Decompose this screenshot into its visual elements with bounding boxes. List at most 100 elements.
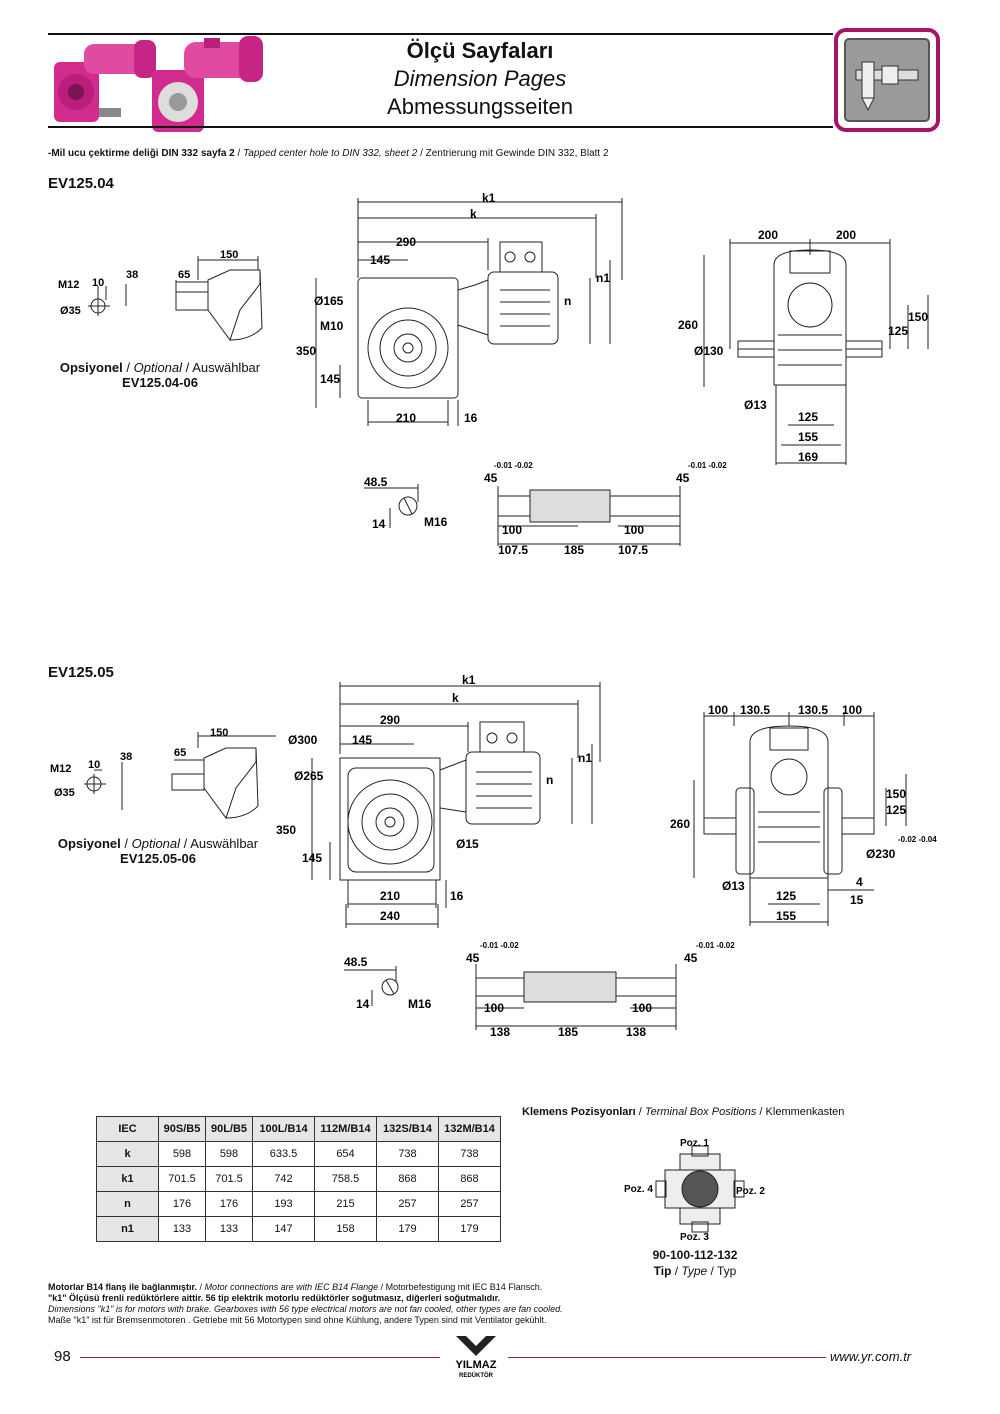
gearmotor-photo-left bbox=[54, 40, 156, 122]
ev05-side-tol: -0.02 -0.04 bbox=[898, 835, 937, 844]
ev04-opt-tr: Opsiyonel bbox=[59, 360, 123, 375]
note1-tr: Motorlar B14 flanş ile bağlanmıştır. bbox=[48, 1282, 198, 1292]
ev05-hollow-tol-b: -0.01 -0.02 bbox=[696, 941, 735, 950]
ev04-front-n: n bbox=[564, 294, 571, 308]
ev05-side-130b: 130.5 bbox=[798, 703, 828, 717]
ev05-side-view-drawing: 100 130.5 130.5 100 260 150 125 -0.02 -0… bbox=[670, 703, 937, 926]
table-cell: 147 bbox=[252, 1216, 315, 1242]
footnote-line-4: Maße "k1" ist für Bremsenmotoren . Getri… bbox=[48, 1315, 547, 1325]
ev04-side-150: 150 bbox=[908, 310, 928, 324]
ev04-hollow-100a: 100 bbox=[502, 523, 522, 537]
ev05-side-4: 4 bbox=[856, 875, 863, 889]
ev05-side-130a: 130.5 bbox=[740, 703, 770, 717]
ev05-side-125b: 125 bbox=[776, 889, 796, 903]
yilmaz-logo: YILMAZ REDÜKTÖR bbox=[456, 1336, 497, 1379]
ev05-front-240: 240 bbox=[380, 909, 400, 923]
terminal-tip-de: Typ bbox=[717, 1264, 737, 1278]
footer-rule-right bbox=[508, 1357, 826, 1358]
terminal-poz4: Poz. 4 bbox=[624, 1184, 653, 1195]
table-header-cell: 90S/B5 bbox=[158, 1116, 206, 1142]
ev04-front-16: 16 bbox=[464, 411, 478, 425]
table-cell: 133 bbox=[205, 1216, 253, 1242]
ev05-shaft-m12: M12 bbox=[50, 763, 71, 775]
ev04-shaft-65: 65 bbox=[178, 269, 190, 281]
terminal-poz1: Poz. 1 bbox=[680, 1138, 709, 1149]
table-cell: 701.5 bbox=[158, 1166, 206, 1192]
table-cell: 758.5 bbox=[314, 1166, 377, 1192]
table-cell: 868 bbox=[376, 1166, 439, 1192]
ev04-side-125b: 125 bbox=[798, 410, 818, 424]
ev04-front-n1: n1 bbox=[596, 271, 610, 285]
ev04-side-d13: Ø13 bbox=[744, 398, 767, 412]
table-cell: 598 bbox=[158, 1141, 206, 1167]
ev04-hollow-14: 14 bbox=[372, 517, 386, 531]
note1-en: Motor connections are with IEC B14 Flang… bbox=[204, 1282, 379, 1292]
terminal-tip-en: Type bbox=[681, 1264, 708, 1278]
footnotes: Motorlar B14 flanş ile bağlanmıştır. / M… bbox=[48, 1282, 563, 1326]
footnote-line-1: Motorlar B14 flanş ile bağlanmıştır. / M… bbox=[48, 1282, 543, 1292]
ev04-side-260: 260 bbox=[678, 318, 698, 332]
ev05-front-d265: Ø265 bbox=[294, 769, 324, 783]
table-row: n1 133 133 147 158 179 179 bbox=[96, 1216, 501, 1242]
ev04-front-view-drawing: k1 k 290 145 Ø165 M10 350 145 210 16 n n… bbox=[296, 191, 623, 426]
header-motor-images bbox=[54, 36, 263, 132]
ev05-front-k1: k1 bbox=[462, 673, 476, 687]
table-header-cell: 132S/B14 bbox=[376, 1116, 439, 1142]
ev05-hollow-185: 185 bbox=[558, 1025, 578, 1039]
ev05-front-290: 290 bbox=[380, 713, 400, 727]
brand-sub: REDÜKTÖR bbox=[459, 1372, 494, 1379]
ev04-shaft-d35: Ø35 bbox=[60, 305, 81, 317]
ev05-hollow-14: 14 bbox=[356, 997, 370, 1011]
ev05-side-d230: Ø230 bbox=[866, 847, 896, 861]
header-bottom-rule bbox=[48, 126, 833, 128]
ev05-opt-de: Auswählbar bbox=[190, 836, 259, 851]
ev04-front-290: 290 bbox=[396, 235, 416, 249]
ev05-shaft-d35: Ø35 bbox=[54, 787, 75, 799]
caliper-icon bbox=[834, 28, 940, 132]
gearmotor-photo-right bbox=[152, 36, 263, 132]
table-row-header: k bbox=[96, 1141, 159, 1167]
table-cell: 738 bbox=[376, 1141, 439, 1167]
table-cell: 738 bbox=[438, 1141, 501, 1167]
brand-name: YILMAZ bbox=[456, 1359, 497, 1371]
note-tr: -Mil ucu çektirme deliği DIN 332 sayfa 2 bbox=[48, 148, 235, 159]
ev04-side-d130: Ø130 bbox=[694, 344, 724, 358]
table-cell: 633.5 bbox=[252, 1141, 315, 1167]
ev04-optional-shaft-drawing: M12 10 38 Ø35 65 150 bbox=[58, 249, 263, 342]
ev05-shaft-10: 10 bbox=[88, 759, 100, 771]
table-header-cell: 90L/B5 bbox=[205, 1116, 253, 1142]
ev05-front-350: 350 bbox=[276, 823, 296, 837]
ev04-hollow-tol-b: -0.01 -0.02 bbox=[688, 461, 727, 470]
website-link[interactable]: www.yr.com.tr bbox=[830, 1349, 912, 1364]
ev04-front-k1: k1 bbox=[482, 191, 496, 205]
footnote-line-3: Dimensions "k1" is for motors with brake… bbox=[48, 1304, 563, 1314]
terminal-title-de: Klemmenkasten bbox=[765, 1106, 845, 1118]
table-cell: 257 bbox=[376, 1191, 439, 1217]
table-row-header: k1 bbox=[96, 1166, 159, 1192]
page-title-en: Dimension Pages bbox=[393, 66, 567, 91]
table-header-cell: IEC bbox=[96, 1116, 159, 1142]
ev05-opt-en: Optional bbox=[131, 836, 181, 851]
ev04-hollow-48: 48.5 bbox=[364, 475, 388, 489]
footnote-line-2: "k1" Ölçüsü frenli redüktörlere aittir. … bbox=[48, 1293, 501, 1303]
ev05-side-15: 15 bbox=[850, 893, 864, 907]
table-row-header: n1 bbox=[96, 1216, 159, 1242]
ev04-shaft-m12: M12 bbox=[58, 279, 79, 291]
ev05-hollow-138a: 138 bbox=[490, 1025, 510, 1039]
ev04-shaft-10: 10 bbox=[92, 277, 104, 289]
ev05-hollow-48: 48.5 bbox=[344, 955, 368, 969]
ev04-front-m10: M10 bbox=[320, 319, 344, 333]
page-number: 98 bbox=[54, 1348, 71, 1365]
ev04-hollow-tol-a: -0.01 -0.02 bbox=[494, 461, 533, 470]
footer-rule-left bbox=[80, 1357, 440, 1358]
ev05-shaft-65: 65 bbox=[174, 747, 186, 759]
table-cell: 193 bbox=[252, 1191, 315, 1217]
table-row: n 176 176 193 215 257 257 bbox=[96, 1191, 501, 1217]
ev05-side-d13: Ø13 bbox=[722, 879, 745, 893]
terminal-sizes: 90-100-112-132 bbox=[652, 1248, 738, 1262]
ev05-optional-shaft-drawing: M12 10 38 Ø35 65 150 bbox=[50, 727, 276, 820]
terminal-tip-tr: Tip bbox=[653, 1264, 672, 1278]
ev05-front-145: 145 bbox=[352, 733, 372, 747]
table-header-cell: 112M/B14 bbox=[314, 1116, 377, 1142]
table-row: k 598 598 633.5 654 738 738 bbox=[96, 1141, 501, 1167]
